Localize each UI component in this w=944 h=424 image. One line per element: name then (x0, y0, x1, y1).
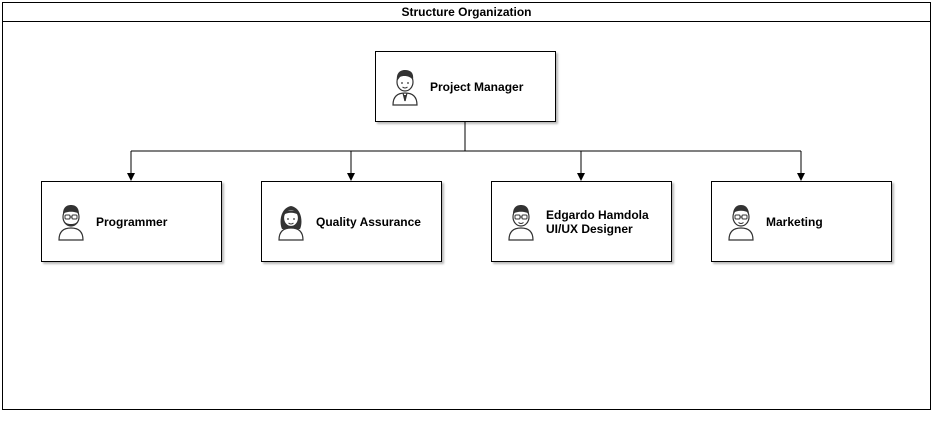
male-manager-avatar-icon (390, 68, 420, 106)
diagram-title: Structure Organization (3, 3, 930, 22)
female-avatar-icon (276, 203, 306, 241)
node-label: Edgardo Hamdola UI/UX Designer (546, 207, 649, 236)
node-label: Quality Assurance (316, 214, 421, 229)
node-marketing[interactable]: Marketing (711, 181, 892, 262)
bearded-male-avatar-icon (56, 203, 86, 241)
node-label: Marketing (766, 214, 823, 229)
male-glasses-avatar-icon (506, 203, 536, 241)
node-ui-ux-designer[interactable]: Edgardo Hamdola UI/UX Designer (491, 181, 672, 262)
male-glasses-avatar-icon (726, 203, 756, 241)
node-quality-assurance[interactable]: Quality Assurance (261, 181, 442, 262)
node-project-manager[interactable]: Project Manager (375, 51, 556, 122)
node-label: Project Manager (430, 79, 524, 94)
node-label: Programmer (96, 214, 168, 229)
node-programmer[interactable]: Programmer (41, 181, 222, 262)
